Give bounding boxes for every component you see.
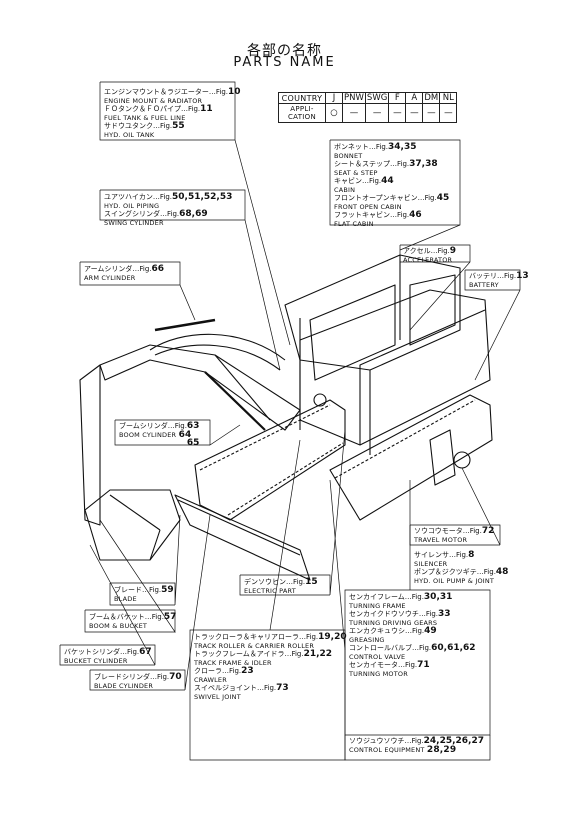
label-engine-mount: エンジンマウント＆ラジエーター…Fig.10 ENGINE MOUNT & RA… (104, 87, 241, 139)
country-nl: NL (439, 92, 458, 104)
label-boom-cylinder: ブームシリンダ…Fig.63 BOOM CYLINDER 64 65 (119, 421, 200, 448)
page-title-jp: 各部の名称 (247, 43, 322, 59)
label-travel-motor: ソウコウモータ…Fig.72 TRAVEL MOTOR (414, 526, 495, 544)
label-hyd-piping: ユアツハイカン…Fig.50,51,52,53 HYD. OIL PIPING … (104, 192, 233, 227)
label-battery: バッテリ…Fig.13 BATTERY (469, 271, 529, 289)
application-table: COUNTRY J PNW SWG F A DM NL APPLI-CATION… (278, 92, 458, 123)
label-boom-bucket: ブーム＆バケット…Fig.57 BOOM & BUCKET (89, 612, 177, 630)
page-title: PARTS NAME (233, 55, 336, 70)
label-control-equipment: ソウジュウソウチ…Fig.24,25,26,27 CONTROL EQUIPME… (349, 736, 484, 755)
country-pnw: PNW (342, 92, 366, 104)
application-cell: — (364, 103, 390, 123)
label-accelerator: アクセル…Fig.9 ACCELERATOR (403, 246, 457, 264)
label-arm-cylinder: アームシリンダ…Fig.66 ARM CYLINDER (84, 264, 165, 282)
label-blade-cylinder: ブレードシリンダ…Fig.70 BLADE CYLINDER (94, 672, 182, 690)
label-turning-group: センカイフレーム…Fig.30,31 TURNING FRAME センカイクドウ… (349, 592, 476, 678)
label-bonnet-group: ボンネット…Fig.34,35 BONNET シート＆ステップ…Fig.37,3… (334, 142, 450, 228)
label-silencer: サイレンサ…Fig.8 SILENCER ポンプ＆ジクツギテ…Fig.48 HY… (414, 550, 509, 585)
application-cell: ○ (325, 103, 343, 123)
label-bucket-cylinder: バケットシリンダ…Fig.67 BUCKET CYLINDER (64, 647, 152, 665)
label-undercarriage-group: トラックローラ＆キャリアローラ…Fig.19,20 TRACK ROLLER &… (194, 632, 347, 701)
label-electric-part: デンソウヒン…Fig.15 ELECTRIC PART (244, 577, 318, 595)
label-blade: ブレード…Fig.59 BLADE (114, 585, 174, 603)
application-cell: — (439, 103, 458, 123)
application-cell: — (388, 103, 407, 123)
